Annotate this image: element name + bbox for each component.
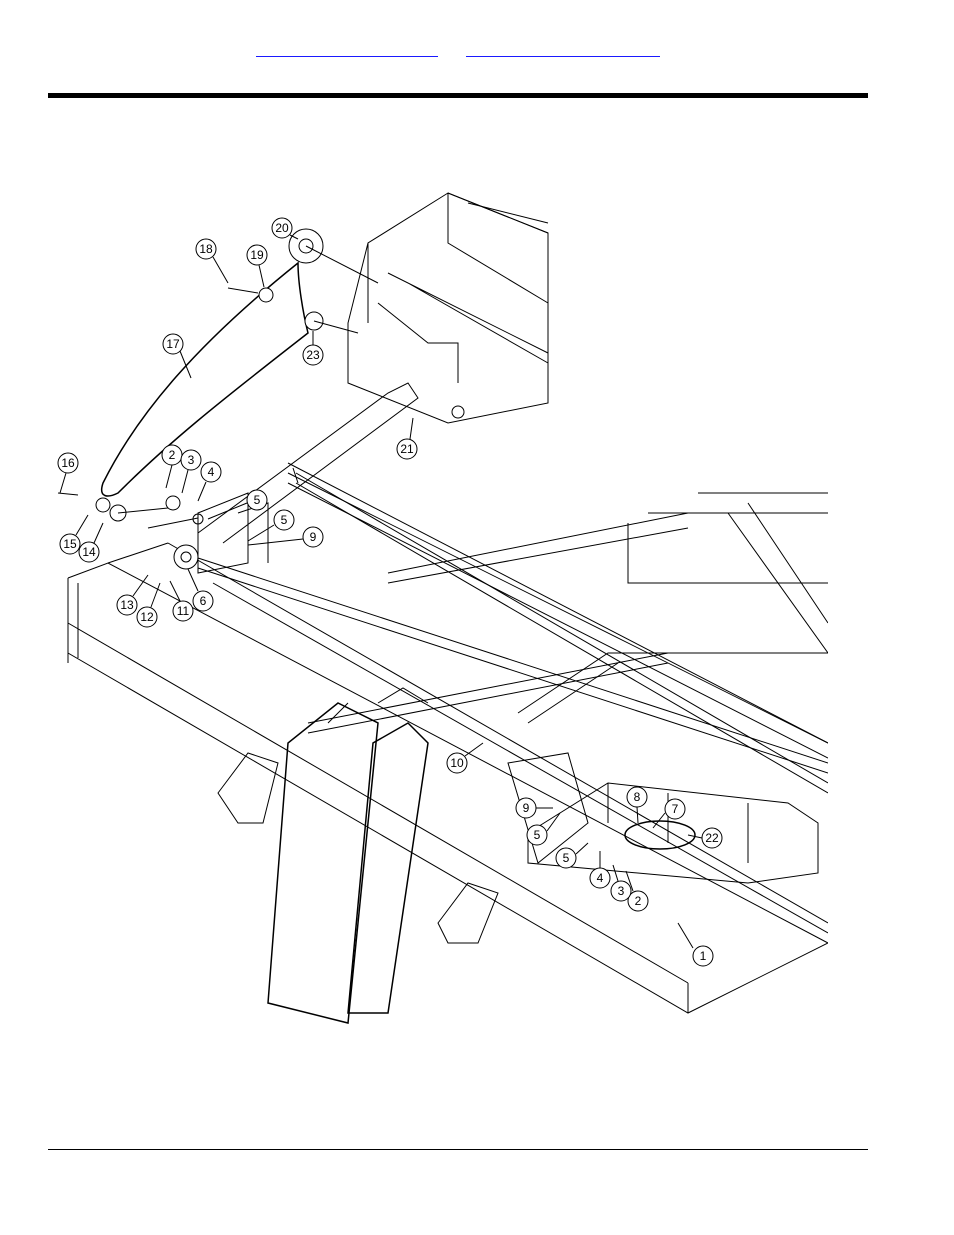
callout-14: 14 — [78, 522, 104, 563]
callout-label: 5 — [254, 493, 261, 507]
callout-label: 15 — [63, 537, 77, 551]
callout-13: 13 — [116, 574, 149, 616]
callout-label: 16 — [61, 456, 75, 470]
callout-label: 4 — [597, 871, 604, 885]
callout-label: 13 — [120, 598, 134, 612]
callout-label: 8 — [634, 790, 641, 804]
callout-16: 16 — [57, 452, 79, 494]
callout-label: 10 — [450, 756, 464, 770]
callout-5d: 5 — [555, 842, 589, 869]
callout-label: 9 — [523, 801, 530, 815]
callout-2b: 2 — [625, 870, 649, 912]
callout-10: 10 — [446, 742, 484, 774]
callout-23: 23 — [302, 331, 324, 366]
callout-3b: 3 — [610, 864, 632, 902]
callout-22: 22 — [687, 827, 723, 849]
callout-1: 1 — [677, 922, 714, 967]
callout-label: 18 — [199, 242, 213, 256]
footer-rule — [48, 1149, 868, 1150]
callout-label: 4 — [208, 465, 215, 479]
callout-12: 12 — [136, 582, 161, 628]
callout-3a: 3 — [180, 449, 202, 494]
callout-label: 1 — [700, 949, 707, 963]
callout-label: 14 — [82, 545, 96, 559]
callout-4b: 4 — [589, 851, 611, 889]
header-rule — [48, 93, 868, 98]
callout-21: 21 — [396, 417, 418, 460]
callout-label: 3 — [618, 884, 625, 898]
callout-19: 19 — [246, 244, 268, 288]
callout-5c: 5 — [526, 812, 561, 846]
callout-5b: 5 — [247, 509, 295, 542]
callout-18: 18 — [195, 238, 229, 284]
rear-chain-drawing — [101, 228, 465, 497]
callout-label: 20 — [275, 221, 289, 235]
callout-label: 17 — [166, 337, 180, 351]
callout-7: 7 — [652, 798, 686, 829]
callout-2a: 2 — [161, 444, 183, 489]
callout-label: 5 — [534, 828, 541, 842]
callout-label: 12 — [140, 610, 154, 624]
callout-label: 5 — [563, 851, 570, 865]
callout-label: 23 — [306, 348, 320, 362]
callout-4a: 4 — [197, 461, 222, 502]
header-link-1[interactable] — [256, 40, 438, 57]
left-sprocket-drawing — [57, 492, 269, 574]
callout-11: 11 — [169, 580, 194, 622]
callout-label: 2 — [635, 894, 642, 908]
callout-label: 22 — [705, 831, 719, 845]
header-link-2[interactable] — [466, 40, 660, 57]
frame-drawing — [67, 192, 828, 1024]
callout-label: 6 — [200, 594, 207, 608]
callout-20: 20 — [271, 217, 299, 240]
callout-17: 17 — [162, 333, 192, 379]
callout-label: 5 — [281, 513, 288, 527]
callout-15: 15 — [59, 514, 89, 555]
callout-8: 8 — [626, 786, 648, 824]
callout-6: 6 — [187, 568, 214, 612]
callout-9a: 9 — [247, 526, 324, 548]
callout-label: 19 — [250, 248, 264, 262]
callout-5a: 5 — [207, 489, 268, 520]
callout-label: 2 — [169, 448, 176, 462]
callout-label: 3 — [188, 453, 195, 467]
callout-label: 9 — [310, 530, 317, 544]
callout-9b: 9 — [515, 797, 553, 819]
parts-diagram: 1 2 2 3 3 4 4 5 5 5 5 6 7 8 9 9 10 11 12… — [57, 192, 828, 1024]
callout-label: 7 — [672, 802, 679, 816]
callout-label: 21 — [400, 442, 414, 456]
callout-label: 11 — [177, 604, 190, 618]
